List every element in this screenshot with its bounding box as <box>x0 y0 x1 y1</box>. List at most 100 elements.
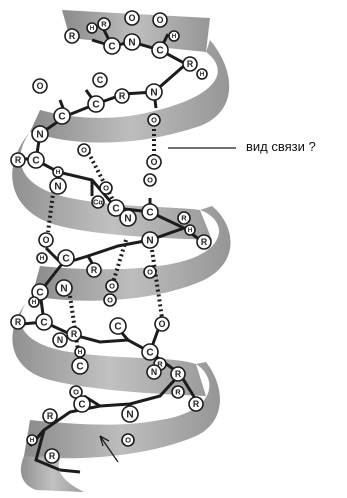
oxygen-atom: O <box>78 144 90 156</box>
radical-atom: R <box>67 327 81 341</box>
carbon-atom-label: C <box>78 399 85 410</box>
covalent-bonds <box>18 30 200 472</box>
nitrogen-atom: N <box>53 333 67 347</box>
radical-atom: R <box>115 89 129 103</box>
carbon-atom: C <box>142 344 158 360</box>
carbon-atom: C <box>54 108 70 124</box>
radical-atom-label: R <box>49 451 56 461</box>
carbon-atom: C <box>152 42 168 58</box>
radical-atom: R <box>11 315 25 329</box>
radical-atom-label: R <box>15 317 22 327</box>
oxygen-atom: O <box>153 13 167 27</box>
hydrogen-atom: H <box>75 347 85 357</box>
oxygen-atom-label: O <box>159 319 166 329</box>
nitrogen-atom: N <box>147 365 161 379</box>
hydrogen-atom-label: H <box>90 25 95 32</box>
hydrogen-atom: H <box>27 435 37 445</box>
nitrogen-atom: N <box>56 280 72 296</box>
oxygen-atom: O <box>125 11 139 25</box>
radical-atom-label: R <box>47 411 54 421</box>
radical-atom-label: R <box>101 20 107 29</box>
carbon-atom: C <box>93 73 107 87</box>
radical-atom-label: R <box>91 265 98 275</box>
carbon-atom: C <box>72 358 88 374</box>
nitrogen-atom: N <box>124 34 140 50</box>
radical-atom: R <box>171 367 185 381</box>
radical-atom-label: R <box>175 388 181 397</box>
radical-atom: R <box>189 397 203 411</box>
nitrogen-atom: N <box>120 210 136 226</box>
radical-atom: R <box>172 386 184 398</box>
carbon-atom-label: C <box>108 41 115 52</box>
hydrogen-atom: H <box>87 23 97 33</box>
hydrogen-atom: H <box>185 225 195 235</box>
radical-atom-label: R <box>201 237 208 247</box>
nitrogen-atom: N <box>142 232 158 248</box>
carbon-atom-label: C <box>58 111 65 122</box>
hydrogen-atom: H <box>169 31 179 41</box>
nitrogen-atom-label: N <box>54 181 61 192</box>
oxygen-atom-label: O <box>103 184 109 193</box>
carbon-atom: C <box>74 396 90 412</box>
oxygen-atom-label: O <box>43 235 50 245</box>
hydrogen-atom-label: H <box>32 299 37 306</box>
oxygen-atom: O <box>144 174 156 186</box>
oxygen-atom-label: O <box>151 116 157 125</box>
nitrogen-atom-label: N <box>126 409 133 420</box>
hydrogen-atom-label: H <box>30 437 35 444</box>
radical-atom: R <box>178 212 190 224</box>
carbon-atom: C <box>88 96 104 112</box>
oxygen-atom: O <box>147 155 161 169</box>
radical-atom: R <box>87 263 101 277</box>
hydrogen-atom: H <box>197 69 207 79</box>
carbon-atom: C <box>58 250 74 266</box>
radical-atom: R <box>197 235 211 249</box>
radical-atom: R <box>11 153 25 167</box>
carbon-atom-label: C <box>112 203 119 214</box>
carbon-atom-label: C <box>40 317 47 328</box>
oxygen-atom-label: O <box>81 146 87 155</box>
nitrogen-atom: N <box>146 84 162 100</box>
oxygen-atom: O <box>104 294 116 306</box>
carbon-atom-label: C <box>92 99 99 110</box>
carbon-atom-label: C <box>146 347 153 358</box>
radical-atom-label: R <box>15 155 22 165</box>
oxygen-atom: O <box>100 182 112 194</box>
oxygen-atom: O <box>144 266 156 278</box>
carbon-atom: C <box>36 314 52 330</box>
carbon-atom-label: C <box>76 361 83 372</box>
oxygen-atom-label: O <box>157 15 164 25</box>
oxygen-atom-label: O <box>73 388 79 397</box>
carbon-atom-label: C <box>32 155 39 166</box>
radical-atom: R <box>43 409 57 423</box>
carbon-atom: C <box>110 318 126 334</box>
oxygen-atom-label: O <box>147 176 153 185</box>
oxygen-atom-label: O <box>109 282 115 291</box>
nitrogen-atom: N <box>122 406 138 422</box>
oxygen-atom: O <box>122 434 134 446</box>
nitrogen-atom-label: N <box>151 367 157 377</box>
oxygen-atom-label: O <box>107 296 113 305</box>
carbon-atom: C <box>104 38 120 54</box>
radical-atom: R <box>183 57 197 71</box>
oxygen-atom-label: O <box>125 436 131 445</box>
nitrogen-atom: N <box>32 126 48 142</box>
carbon-atom-label: C <box>62 253 69 264</box>
nitrogen-atom-label: N <box>124 213 131 224</box>
hydrogen-atom-label: H <box>78 349 83 356</box>
radical-atom-label: R <box>181 214 187 223</box>
oxygen-atom-label: O <box>151 157 158 167</box>
hydrogen-atom-label: H <box>200 71 205 78</box>
carbon-atom: C <box>28 152 44 168</box>
alpha_carbon-atom-label: Cα <box>93 198 103 207</box>
nitrogen-atom-label: N <box>150 87 157 98</box>
radical-atom-label: R <box>71 329 78 339</box>
radical-atom-label: R <box>69 31 76 41</box>
oxygen-atom: O <box>33 79 47 93</box>
hydrogen-atom-label: H <box>56 169 61 176</box>
radical-atom-label: R <box>175 369 182 379</box>
hydrogen-atom-label: H <box>172 33 177 40</box>
carbon-atom-label: C <box>146 207 153 218</box>
oxygen-atom: O <box>155 317 169 331</box>
carbon-atom: C <box>142 204 158 220</box>
